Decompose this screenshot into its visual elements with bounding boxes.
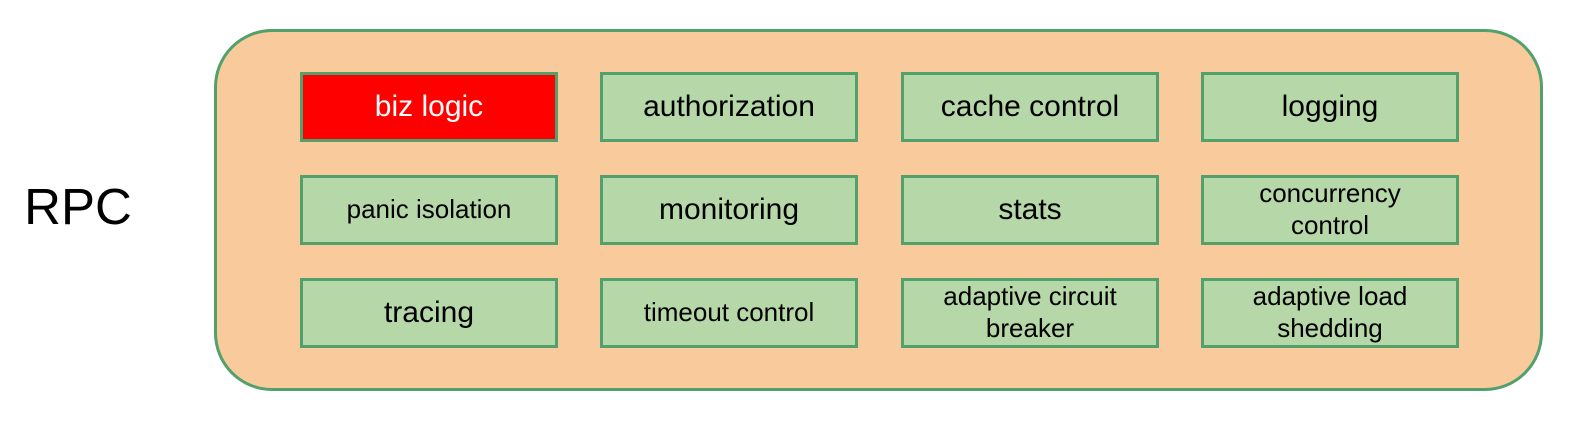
cell-concurrency-control: concurrency control <box>1201 175 1459 245</box>
cell-label: cache control <box>940 89 1120 123</box>
rpc-title: RPC <box>24 178 132 235</box>
cell-label: concurrency control <box>1259 178 1401 240</box>
cell-label: timeout control <box>643 297 815 328</box>
cell-label: authorization <box>643 89 815 123</box>
cell-label: logging <box>1281 89 1379 123</box>
cell-timeout-control: timeout control <box>600 278 858 348</box>
cell-authorization: authorization <box>600 72 858 142</box>
cell-panic-isolation: panic isolation <box>300 175 558 245</box>
rpc-container: biz logic authorization cache control lo… <box>214 29 1543 391</box>
cell-adaptive-load-shedding: adaptive load shedding <box>1201 278 1459 348</box>
cell-label: tracing <box>383 295 475 329</box>
cell-stats: stats <box>901 175 1159 245</box>
cell-label: adaptive circuit breaker <box>943 281 1117 343</box>
cell-label: adaptive load shedding <box>1252 281 1408 343</box>
cell-biz-logic: biz logic <box>300 72 558 142</box>
cell-label: stats <box>998 192 1062 226</box>
cell-adaptive-circuit-breaker: adaptive circuit breaker <box>901 278 1159 348</box>
cell-label: panic isolation <box>346 194 512 225</box>
cell-cache-control: cache control <box>901 72 1159 142</box>
cell-tracing: tracing <box>300 278 558 348</box>
cell-label: biz logic <box>374 89 484 123</box>
cell-label: monitoring <box>658 192 800 226</box>
cell-monitoring: monitoring <box>600 175 858 245</box>
cell-logging: logging <box>1201 72 1459 142</box>
